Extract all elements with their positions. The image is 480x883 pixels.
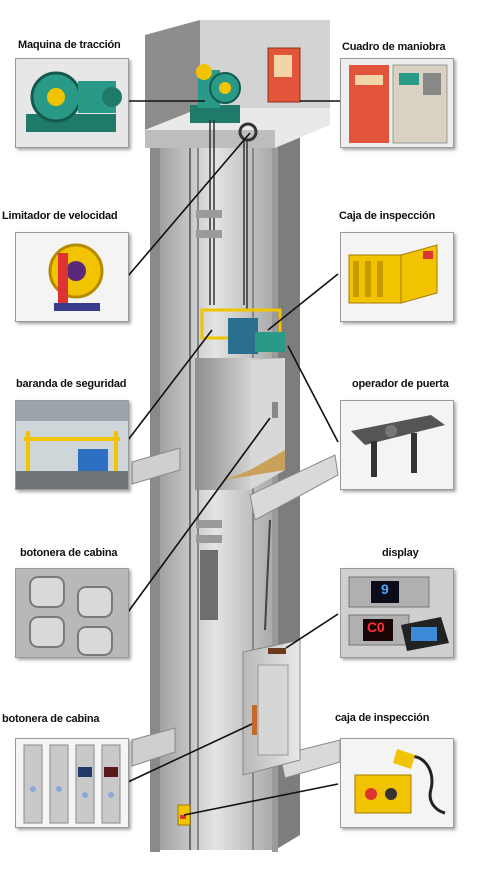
thumb-control-panel bbox=[340, 58, 454, 148]
label-botonera-cabina-2: botonera de cabina bbox=[2, 713, 100, 725]
thumb-display bbox=[340, 568, 454, 658]
label-baranda-seguridad: baranda de seguridad bbox=[16, 378, 127, 390]
traction-machine bbox=[190, 64, 258, 142]
landing-slabs bbox=[131, 447, 341, 779]
label-operador-puerta: operador de puerta bbox=[352, 378, 449, 390]
rail-brackets bbox=[196, 210, 222, 620]
landing-door bbox=[242, 639, 301, 776]
leader-lines bbox=[127, 100, 340, 816]
thumb-door-operator bbox=[340, 400, 454, 490]
label-limitador-velocidad: Limitador de velocidad bbox=[2, 210, 118, 222]
thumb-pit-inspection-box bbox=[340, 738, 454, 828]
display-code-value: C0 bbox=[367, 619, 385, 635]
label-caja-inspeccion-2: caja de inspección bbox=[335, 712, 430, 724]
label-caja-inspeccion-1: Caja de inspección bbox=[339, 210, 436, 222]
machine-room bbox=[145, 20, 330, 148]
thumb-speed-governor bbox=[15, 232, 129, 322]
label-display: display bbox=[382, 547, 419, 559]
label-botonera-cabina-1: botonera de cabina bbox=[20, 547, 118, 559]
thumb-inspection-box bbox=[340, 232, 454, 322]
label-cuadro-maniobra: Cuadro de maniobra bbox=[342, 41, 446, 53]
thumb-car-button-panels bbox=[15, 738, 129, 828]
display-floor-value: 9 bbox=[381, 581, 389, 597]
thumb-safety-railing bbox=[15, 400, 129, 490]
thumb-car-operating-panel bbox=[15, 568, 129, 658]
cabin bbox=[195, 308, 285, 490]
thumb-traction-machine bbox=[15, 58, 129, 148]
label-maquina-traccion: Maquina de tracción bbox=[18, 39, 121, 51]
